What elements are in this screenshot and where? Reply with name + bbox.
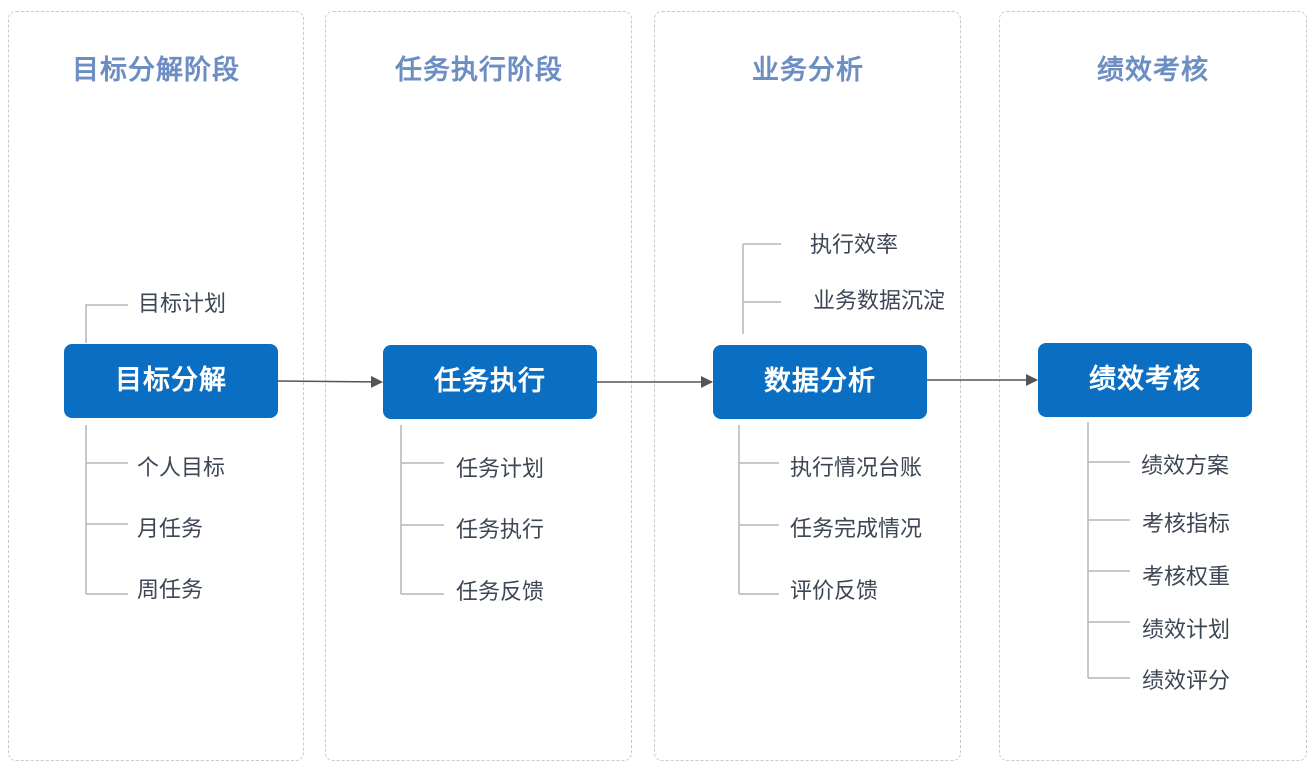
stage-column-goal: [8, 11, 304, 761]
item-task-plan: 任务计划: [456, 457, 545, 482]
stage-column-task: [325, 11, 632, 761]
item-performance-plan: 绩效计划: [1142, 618, 1231, 643]
flow-arrow-1: [277, 375, 383, 388]
item-execution-efficiency: 执行效率: [810, 233, 899, 258]
item-performance-score: 绩效评分: [1142, 669, 1231, 694]
item-review-weight: 考核权重: [1142, 565, 1231, 590]
item-task-execute: 任务执行: [456, 518, 545, 543]
item-evaluation-feedback: 评价反馈: [790, 579, 879, 604]
node-performance-review: 绩效考核: [1038, 343, 1252, 417]
node-goal-decomposition: 目标分解: [64, 344, 278, 418]
stage-title-task: 任务执行阶段: [395, 55, 563, 86]
node-data-analysis: 数据分析: [713, 345, 927, 419]
stage-column-analysis: [654, 11, 961, 761]
item-review-indicator: 考核指标: [1142, 512, 1231, 537]
item-execution-ledger: 执行情况台账: [790, 456, 923, 481]
item-task-feedback: 任务反馈: [456, 580, 545, 605]
stage-title-goal: 目标分解阶段: [72, 55, 240, 86]
stage-column-performance: [999, 11, 1307, 761]
item-business-data: 业务数据沉淀: [813, 289, 946, 314]
item-monthly-task: 月任务: [137, 517, 204, 542]
stage-title-analysis: 业务分析: [752, 55, 864, 86]
item-weekly-task: 周任务: [137, 578, 204, 603]
item-task-completion: 任务完成情况: [790, 517, 923, 542]
item-goal-plan: 目标计划: [138, 292, 227, 317]
stage-title-performance: 绩效考核: [1097, 55, 1209, 86]
item-performance-scheme: 绩效方案: [1141, 454, 1230, 479]
branch-goal-top: [85, 304, 128, 343]
item-personal-goal: 个人目标: [137, 456, 226, 481]
node-task-execution: 任务执行: [383, 345, 597, 419]
